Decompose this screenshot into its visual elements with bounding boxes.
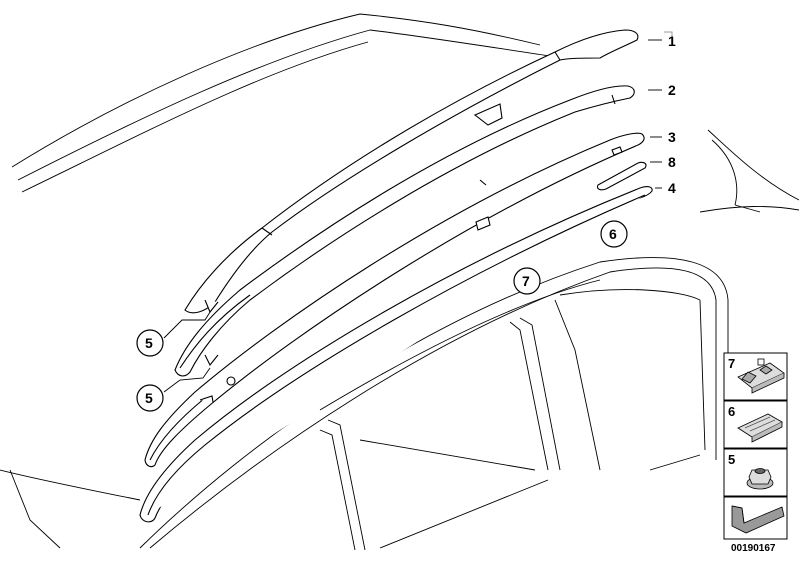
- callout-8: 8: [668, 154, 676, 170]
- nut-icon: [746, 468, 774, 490]
- legend-direction: [723, 496, 788, 540]
- callout-4: 4: [668, 180, 676, 196]
- trim-strip-part-8: [596, 161, 647, 191]
- legend-item-5: 5: [723, 448, 788, 497]
- circle-callout-7: 7: [513, 267, 541, 295]
- callout-3: 3: [668, 129, 676, 145]
- roof-rail-part-2: [174, 85, 635, 377]
- roof-rail-part-3: [144, 132, 645, 468]
- circle-callout-5-lower: 5: [136, 384, 164, 412]
- circle-callout-6: 6: [600, 220, 628, 248]
- callout-2: 2: [668, 82, 676, 98]
- legend-panel: 7 6 5: [723, 352, 788, 540]
- svg-text:5: 5: [145, 335, 153, 351]
- bracket-icon: [737, 413, 783, 443]
- callout-1: 1: [668, 33, 676, 49]
- circle-callout-5-upper: 5: [136, 329, 164, 357]
- corner-mark: [664, 31, 673, 36]
- svg-text:6: 6: [728, 404, 735, 419]
- roof-rail-part-4: [139, 186, 653, 523]
- diagram-id: 00190167: [731, 543, 776, 554]
- legend-item-6: 6: [723, 400, 788, 449]
- svg-text:6: 6: [609, 226, 617, 242]
- clip-icon: [737, 358, 785, 394]
- svg-text:7: 7: [522, 273, 530, 289]
- arrow-icon: [731, 505, 785, 534]
- car-body-outline: [0, 13, 799, 551]
- svg-text:5: 5: [728, 452, 735, 467]
- legend-item-7: 7: [723, 352, 788, 401]
- svg-text:5: 5: [145, 390, 153, 406]
- svg-text:7: 7: [728, 356, 735, 371]
- callout-leaders: [163, 39, 662, 393]
